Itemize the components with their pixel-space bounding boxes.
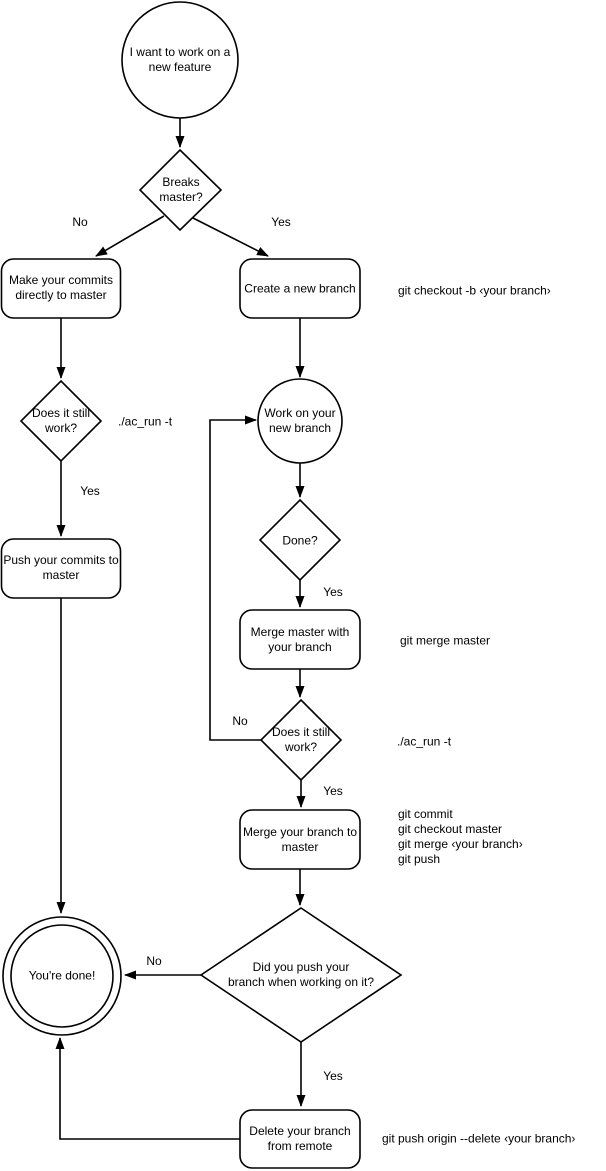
edge-label-yes-breaks: Yes bbox=[271, 215, 291, 229]
merge-master-node bbox=[239, 609, 361, 670]
breaks-master-diamond bbox=[138, 148, 223, 232]
youre-done-label: You're done! bbox=[28, 968, 96, 983]
still-work-right-label: Does it still work? bbox=[271, 725, 331, 754]
done-question-label: Done? bbox=[282, 533, 318, 548]
edge-label-yes-still-right: Yes bbox=[323, 784, 343, 798]
edge-breaks-yes bbox=[192, 217, 269, 257]
work-branch-label: Work on your new branch bbox=[264, 406, 336, 435]
edge-label-no-breaks: No bbox=[72, 215, 88, 229]
work-branch-node bbox=[257, 378, 343, 464]
annotation-merge-branch-cmds: git commit git checkout master git merge… bbox=[398, 807, 523, 866]
push-commits-label: Push your commits to master bbox=[3, 553, 119, 582]
create-branch-label: Create a new branch bbox=[244, 281, 356, 296]
merge-branch-label: Merge your branch to master bbox=[242, 825, 358, 854]
edge-label-no-still-right: No bbox=[232, 714, 248, 728]
start-node bbox=[121, 1, 239, 119]
annotation-ac-run-left: ./ac_run -t bbox=[118, 414, 173, 429]
annotation-ac-run-right: ./ac_run -t bbox=[397, 734, 452, 749]
still-work-right-diamond bbox=[259, 698, 343, 782]
edge-label-yes-done: Yes bbox=[323, 585, 343, 599]
annotation-checkout-cmd: git checkout -b ‹your branch› bbox=[398, 283, 551, 298]
start-node-label: I want to work on a new feature bbox=[129, 45, 231, 74]
merge-branch-node bbox=[239, 809, 361, 870]
create-branch-node bbox=[239, 258, 361, 319]
edge-delete-to-done-loop bbox=[55, 1037, 240, 1140]
edge-label-yes-still-left: Yes bbox=[80, 484, 100, 498]
annotation-merge-master-cmd: git merge master bbox=[400, 633, 491, 648]
annotation-delete-cmd: git push origin --delete ‹your branch› bbox=[382, 1131, 576, 1146]
make-commits-label: Make your commits directly to master bbox=[8, 273, 114, 302]
breaks-master-label: Breaks master? bbox=[159, 175, 203, 204]
make-commits-node bbox=[0, 258, 122, 319]
done-question-diamond bbox=[258, 498, 342, 582]
delete-remote-node bbox=[239, 1109, 361, 1169]
merge-master-label: Merge master with your branch bbox=[250, 625, 350, 654]
edge-label-yes-did-push: Yes bbox=[323, 1069, 343, 1083]
still-work-left-diamond bbox=[19, 379, 103, 463]
did-push-label: Did you push your branch when working on… bbox=[227, 960, 375, 989]
edge-breaks-no bbox=[95, 215, 165, 257]
edge-label-no-did-push: No bbox=[146, 954, 162, 968]
delete-remote-label: Delete your branch from remote bbox=[249, 1124, 351, 1153]
did-push-diamond bbox=[199, 907, 403, 1043]
push-commits-node bbox=[0, 538, 122, 599]
edge-stillwork2-no-loop bbox=[209, 415, 261, 741]
still-work-left-label: Does it still work? bbox=[31, 406, 91, 435]
youre-done-inner-circle bbox=[10, 924, 114, 1028]
